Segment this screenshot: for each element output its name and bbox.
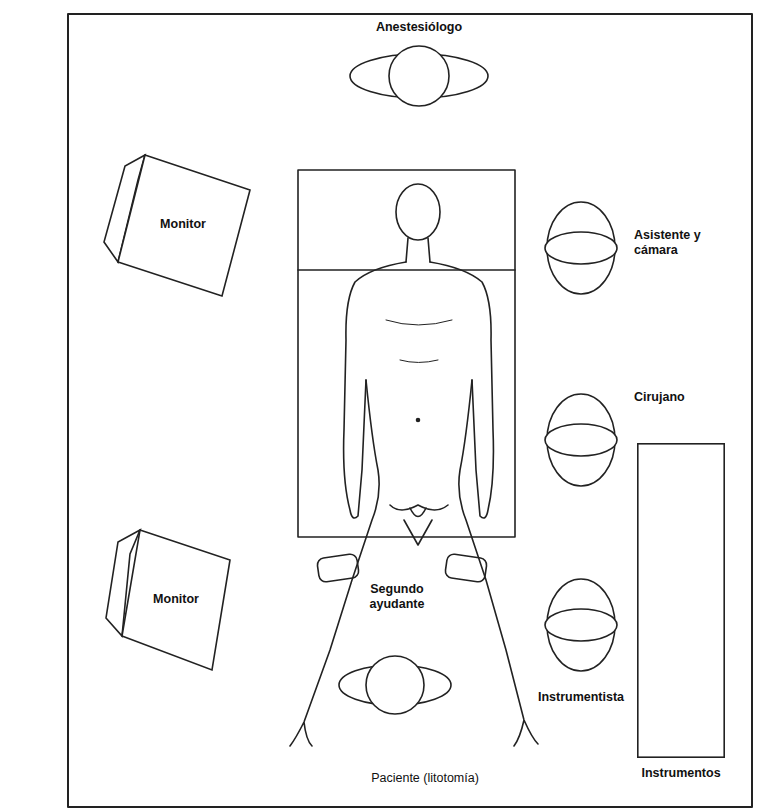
- person-surgeon: Cirujano: [544, 392, 618, 488]
- node-outline: [637, 443, 725, 758]
- person-second-assistant: Segundo ayudante: [338, 655, 452, 715]
- node-label: Instrumentos: [622, 766, 740, 781]
- room-frame: [68, 14, 752, 807]
- instrument-table: Instrumentos: [637, 443, 725, 758]
- stirrup: [445, 553, 488, 582]
- table-head-section: [298, 269, 515, 271]
- person-scrub-nurse: Instrumentista: [544, 577, 618, 673]
- node-label: Instrumentista: [528, 690, 634, 705]
- node-label: Segundo ayudante: [352, 582, 442, 612]
- node-outline: [544, 577, 618, 673]
- node-outline: [349, 45, 489, 107]
- person-anesthesiologist: Anestesiólogo: [349, 45, 489, 107]
- monitor-box: Monitor: [100, 150, 255, 300]
- operating-table: [298, 170, 515, 537]
- monitor-box: Monitor: [100, 522, 255, 672]
- node-label: Monitor: [140, 592, 212, 607]
- node-outline: [338, 655, 452, 715]
- patient-figure: [290, 184, 538, 746]
- node-label: Cirujano: [634, 390, 722, 405]
- person-assistant: Asistente y cámara: [544, 200, 618, 296]
- node-label: Anestesiólogo: [359, 20, 479, 35]
- node-label: Asistente y cámara: [634, 228, 722, 258]
- node-label: Monitor: [147, 217, 219, 232]
- node-outline: [544, 392, 618, 488]
- node-outline: [544, 200, 618, 296]
- patient-caption: Paciente (litotomía): [350, 771, 500, 786]
